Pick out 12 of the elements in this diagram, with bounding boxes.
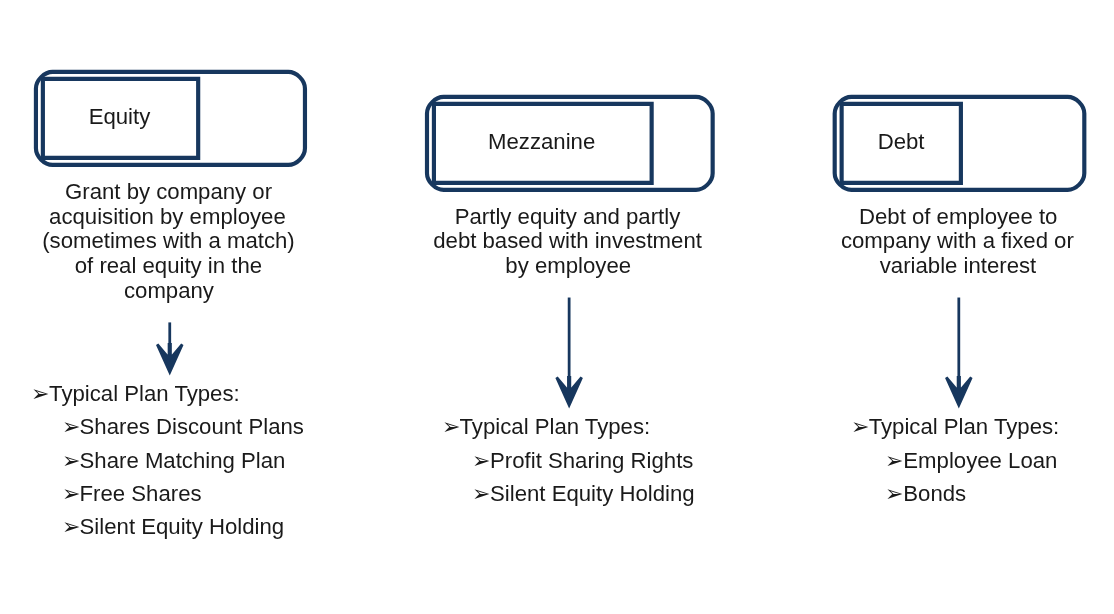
arrow (555, 297, 583, 407)
arrow (155, 322, 184, 374)
node-text: ➢Typical Plan Types: ➢Profit Sharing Rights ➢Silent Equity Holding (441, 414, 695, 506)
arrow (944, 297, 973, 407)
node-box: Mezzanine (424, 94, 715, 192)
node-text: ➢Typical Plan Types: ➢Shares Discount Plans ➢Share Matching Plan ➢Free Shares ➢Silent Equity Holding (31, 381, 304, 540)
node-box: Equity (33, 69, 308, 167)
node-label: Debt of employee to company with a fixed or variable interest (840, 203, 1074, 279)
node-label: Partly equity and partly debt based with investment by employee (433, 203, 702, 279)
node-box: Debt (832, 94, 1087, 192)
node-label: Grant by company or acquisition by employee (sometimes with a match) of real equity in the company (42, 178, 295, 304)
node-text: ➢Typical Plan Types: ➢Employee Loan ➢Bonds (850, 414, 1060, 506)
